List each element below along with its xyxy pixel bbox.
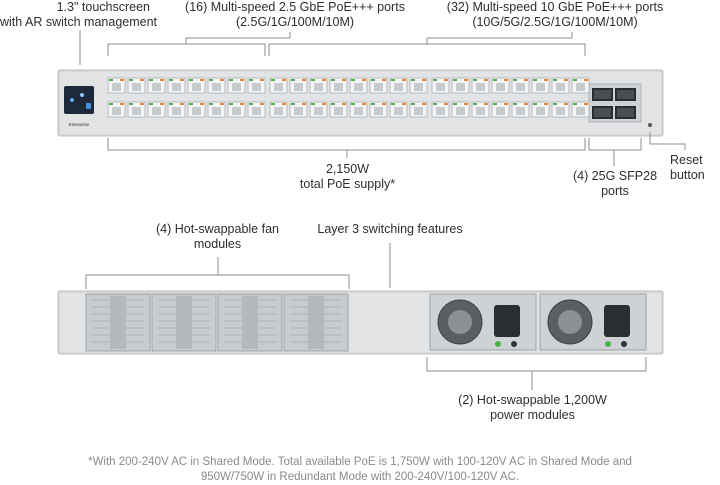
rj45-port xyxy=(289,77,308,94)
rj45-port xyxy=(451,77,470,94)
rj45-port xyxy=(207,101,226,118)
psu-label-line2: power modules xyxy=(490,408,575,422)
rj45-port xyxy=(127,101,146,118)
rj45-port xyxy=(571,77,590,94)
sfp28-port xyxy=(592,88,613,101)
reset-label-line1: Reset xyxy=(670,153,703,167)
rj45-port xyxy=(187,101,206,118)
reset-label: Reset button xyxy=(670,153,720,183)
power-module xyxy=(429,293,537,351)
rj45-port xyxy=(227,101,246,118)
rj45-port xyxy=(369,77,388,94)
ports25-label-line2: (2.5G/1G/100M/10M) xyxy=(235,15,355,29)
rj45-port xyxy=(531,101,550,118)
fan-label: (4) Hot-swappable fan modules xyxy=(130,222,305,252)
fan-module xyxy=(85,293,151,352)
rj45-port xyxy=(511,101,530,118)
fan-label-line1: (4) Hot-swappable fan xyxy=(156,222,279,236)
rj45-port xyxy=(309,101,328,118)
rj45-port xyxy=(389,77,408,94)
fan-module xyxy=(217,293,283,352)
rj45-port xyxy=(309,77,328,94)
rj45-port xyxy=(431,77,450,94)
rj45-port xyxy=(147,101,166,118)
fan-module xyxy=(283,293,349,352)
rj45-port xyxy=(551,77,570,94)
footnote: *With 200-240V AC in Shared Mode. Total … xyxy=(0,455,720,485)
psu-label: (2) Hot-swappable 1,200W power modules xyxy=(440,393,625,423)
layer3-label-line1: Layer 3 switching features xyxy=(317,222,463,236)
rj45-port xyxy=(431,101,450,118)
enterprise-logo: Enterprise xyxy=(69,122,90,127)
fan-module xyxy=(151,293,217,352)
rj45-port xyxy=(167,101,186,118)
rj45-port xyxy=(511,77,530,94)
rj45-port xyxy=(147,77,166,94)
rj45-port xyxy=(409,77,428,94)
sfp28-port xyxy=(615,106,636,119)
poe-label-line2: total PoE supply* xyxy=(299,177,396,191)
sfp-label-line2: ports xyxy=(601,184,629,198)
rj45-port xyxy=(247,101,266,118)
sfp-label-line1: (4) 25G SFP28 xyxy=(572,169,658,183)
touchscreen-label-line1: 1.3" touchscreen xyxy=(56,0,150,14)
rj45-port xyxy=(127,77,146,94)
reset-button-icon[interactable] xyxy=(648,123,652,127)
poe-label: 2,150W total PoE supply* xyxy=(280,162,415,192)
rj45-port xyxy=(247,77,266,94)
sfp28-port xyxy=(592,106,613,119)
rj45-port xyxy=(227,77,246,94)
rear-chassis xyxy=(57,290,664,355)
sfp28-port xyxy=(615,88,636,101)
rj45-port xyxy=(107,101,126,118)
rj45-port xyxy=(571,101,590,118)
footnote-line2: 950W/750W in Redundant Mode with 200-240… xyxy=(200,471,520,483)
rj45-port xyxy=(491,101,510,118)
reset-label-line2: button xyxy=(670,168,705,182)
rj45-port xyxy=(389,101,408,118)
rj45-port xyxy=(107,77,126,94)
rj45-port xyxy=(207,77,226,94)
rj45-port xyxy=(531,77,550,94)
poe-label-line1: 2,150W xyxy=(325,162,370,176)
rj45-port xyxy=(349,77,368,94)
touchscreen-label-line2: with AR switch management xyxy=(0,15,158,29)
ports10-label: (32) Multi-speed 10 GbE PoE+++ ports (10… xyxy=(435,0,675,30)
rj45-port xyxy=(187,77,206,94)
touchscreen-label: 1.3" touchscreen with AR switch manageme… xyxy=(0,0,158,30)
rj45-port xyxy=(329,101,348,118)
ports25-label: (16) Multi-speed 2.5 GbE PoE+++ ports (2… xyxy=(180,0,410,30)
rj45-port xyxy=(491,77,510,94)
rj45-port xyxy=(269,77,288,94)
footnote-line1: *With 200-240V AC in Shared Mode. Total … xyxy=(88,456,632,468)
front-chassis: Enterprise xyxy=(57,69,664,137)
rj45-port xyxy=(167,77,186,94)
ports10-label-line2: (10G/5G/2.5G/1G/100M/10M) xyxy=(472,15,638,29)
sfp-label: (4) 25G SFP28 ports xyxy=(560,169,670,199)
rj45-port xyxy=(551,101,570,118)
rj45-port xyxy=(409,101,428,118)
ports10-label-line1: (32) Multi-speed 10 GbE PoE+++ ports xyxy=(446,0,664,14)
rj45-port xyxy=(289,101,308,118)
rj45-port xyxy=(451,101,470,118)
rj45-port xyxy=(471,101,490,118)
rj45-port xyxy=(369,101,388,118)
rj45-port xyxy=(471,77,490,94)
layer3-label: Layer 3 switching features xyxy=(305,222,475,237)
fan-label-line2: modules xyxy=(193,237,242,251)
rj45-port xyxy=(349,101,368,118)
rj45-port xyxy=(329,77,348,94)
touchscreen-icon[interactable] xyxy=(64,86,94,114)
rj45-port xyxy=(269,101,288,118)
callout-lines xyxy=(79,30,686,390)
psu-label-line1: (2) Hot-swappable 1,200W xyxy=(458,393,607,407)
power-module xyxy=(539,293,647,351)
ports25-label-line1: (16) Multi-speed 2.5 GbE PoE+++ ports xyxy=(185,0,405,14)
